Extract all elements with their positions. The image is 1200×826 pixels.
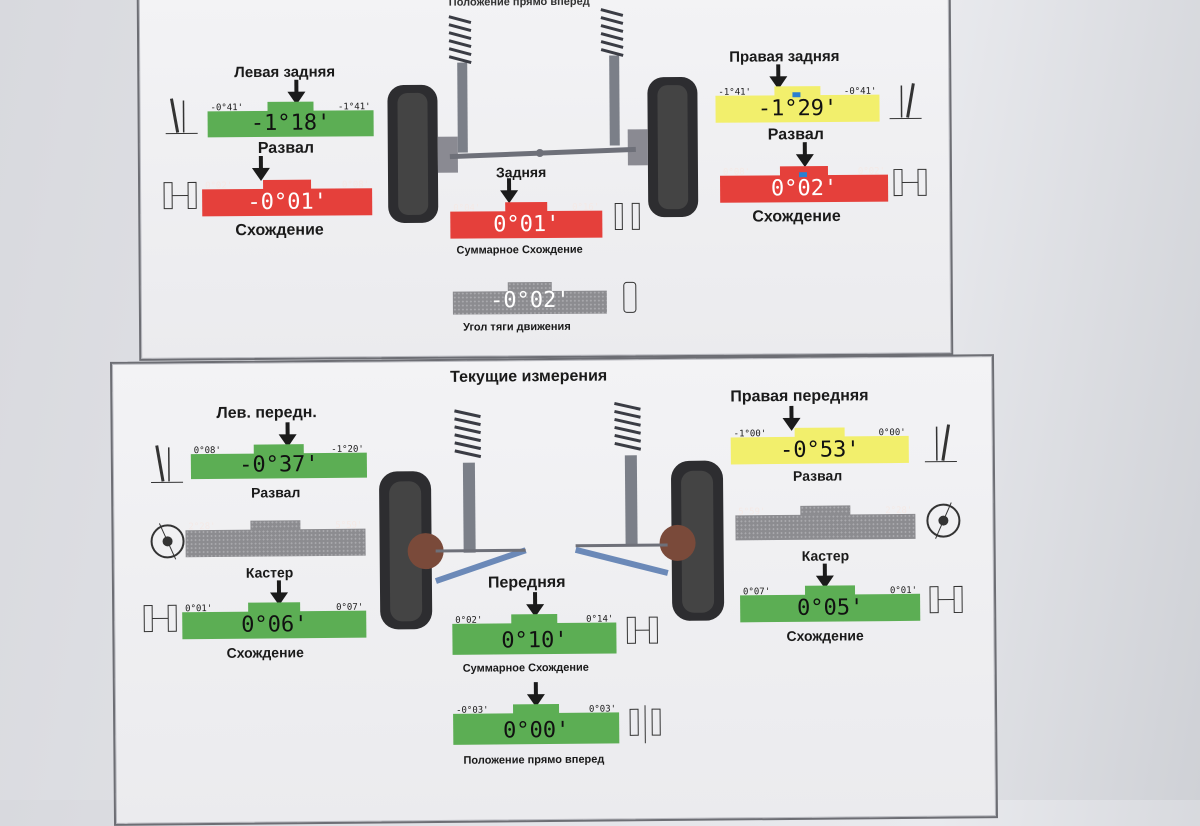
caster-min: 2°28': [188, 522, 215, 532]
caster-min: 5°59': [738, 507, 765, 517]
right-front-caster-gauge: 5°59' 2°28': [735, 505, 915, 541]
left-rear-camber-label: Развал: [258, 140, 314, 158]
right-front-camber-label: Развал: [793, 467, 842, 483]
camber-wheel-icon: [923, 420, 959, 464]
front-axle-panel: Текущие измерения Лев. передн. 0°08' -1°…: [110, 354, 998, 826]
front-total-toe-label: Суммарное Схождение: [463, 662, 589, 675]
caster-wheel-icon: [923, 500, 963, 540]
toe-min: 0°08': [723, 168, 750, 178]
toe-wheels-icon: [612, 199, 642, 235]
total-toe-min: 0°04': [453, 203, 480, 213]
toe-min: 0°01': [185, 604, 212, 614]
left-front-caster-gauge: 2°28' 5°59': [185, 520, 365, 558]
total-toe-min: 0°02': [455, 616, 482, 626]
total-toe-max: 0°16': [572, 203, 599, 213]
right-front-caster-label: Кастер: [802, 547, 850, 563]
toe-wheels-icon: [140, 599, 180, 639]
right-rear-camber-label: Развал: [768, 126, 824, 144]
straight-ahead-max: 0°03': [589, 704, 616, 714]
camber-value: -0°37': [191, 453, 367, 479]
camber-wheel-icon: [163, 94, 199, 136]
left-front-camber-label: Развал: [251, 484, 300, 500]
right-front-toe-label: Схождение: [786, 627, 864, 644]
panel-title: Текущие измерения: [450, 368, 607, 387]
camber-min: -1°41': [718, 88, 751, 98]
thrust-angle-label: Угол тяги движения: [463, 321, 571, 334]
toe-value: 0°02': [720, 177, 888, 202]
right-rear-toe-gauge: 0°08' 0°02' 0°02': [720, 166, 888, 203]
left-rear-toe-label: Схождение: [235, 222, 324, 241]
camber-min: -1°00': [734, 429, 767, 439]
right-front-camber-gauge: -1°00' 0°00' -0°53': [731, 427, 909, 465]
caster-max: 5°59': [335, 521, 362, 531]
camber-max: -0°41': [844, 87, 877, 97]
rear-total-toe-label: Суммарное Схождение: [456, 244, 582, 257]
toe-max: 0°02': [858, 167, 885, 177]
straight-ahead-gauge: -0°03' 0°03' 0°00': [453, 703, 619, 744]
left-front-title: Лев. передн.: [216, 404, 317, 423]
left-front-toe-label: Схождение: [226, 644, 304, 661]
caster-wheel-icon: [147, 521, 187, 561]
camber-max: 0°00': [879, 428, 906, 438]
camber-value: -1°29': [715, 97, 879, 122]
straight-ahead-label: Положение прямо вперед: [463, 754, 604, 767]
camber-value: -0°53': [731, 438, 909, 464]
toe-value: -0°01': [202, 190, 372, 215]
left-front-camber-gauge: 0°08' -1°20' -0°37': [191, 444, 367, 480]
toe-wheels-icon: [926, 580, 966, 620]
toe-wheels-icon: [624, 611, 660, 651]
left-rear-camber-gauge: -0°41' -1°41' -1°18': [207, 101, 373, 137]
toe-min: 0°02': [205, 181, 232, 191]
left-rear-title: Левая задняя: [234, 63, 335, 81]
steering-wheels-icon: [627, 703, 663, 745]
right-front-title: Правая передняя: [730, 387, 868, 406]
left-front-toe-gauge: 0°01' 0°07' 0°06': [182, 602, 366, 640]
left-rear-toe-gauge: 0°02' 0°08' -0°01': [202, 179, 372, 216]
car-outline-icon: [619, 279, 641, 315]
toe-min: 0°07': [743, 587, 770, 597]
toe-wheels-icon: [890, 163, 930, 203]
straight-ahead-min: -0°03': [456, 706, 489, 716]
caster-max: 2°28': [885, 506, 912, 516]
toe-value: 0°05': [740, 596, 920, 622]
total-toe-max: 0°14': [586, 614, 613, 624]
rear-suspension-illustration: [379, 5, 701, 227]
rear-total-toe-gauge: 0°04' 0°16' 0°01': [450, 202, 602, 239]
camber-value: -1°18': [208, 111, 374, 136]
left-front-caster-label: Кастер: [246, 564, 294, 580]
thrust-angle-gauge: -0°02': [453, 282, 607, 315]
camber-wheel-icon: [149, 441, 185, 485]
toe-wheels-icon: [160, 176, 200, 216]
thrust-angle-value: -0°02': [453, 289, 607, 314]
rear-axle-panel: Положение прямо вперед Левая задняя -0°4…: [137, 0, 954, 361]
toe-max: 0°07': [336, 603, 363, 613]
right-rear-toe-label: Схождение: [752, 208, 841, 227]
toe-max: 0°08': [342, 180, 369, 190]
right-rear-camber-gauge: -1°41' -0°41' -1°29': [715, 86, 879, 123]
rear-title: Задняя: [496, 164, 546, 180]
front-title: Передняя: [488, 574, 566, 593]
total-toe-value: 0°01': [450, 213, 602, 238]
camber-wheel-icon: [887, 79, 923, 121]
front-total-toe-gauge: 0°02' 0°14' 0°10': [452, 613, 616, 654]
toe-value: 0°06': [182, 613, 366, 639]
straight-ahead-value: 0°00': [453, 718, 619, 743]
right-rear-title: Правая задняя: [729, 48, 839, 66]
toe-max: 0°01': [890, 586, 917, 596]
total-toe-value: 0°10': [452, 628, 616, 653]
front-suspension-illustration: [374, 398, 736, 631]
right-front-toe-gauge: 0°07' 0°01' 0°05': [740, 585, 920, 623]
